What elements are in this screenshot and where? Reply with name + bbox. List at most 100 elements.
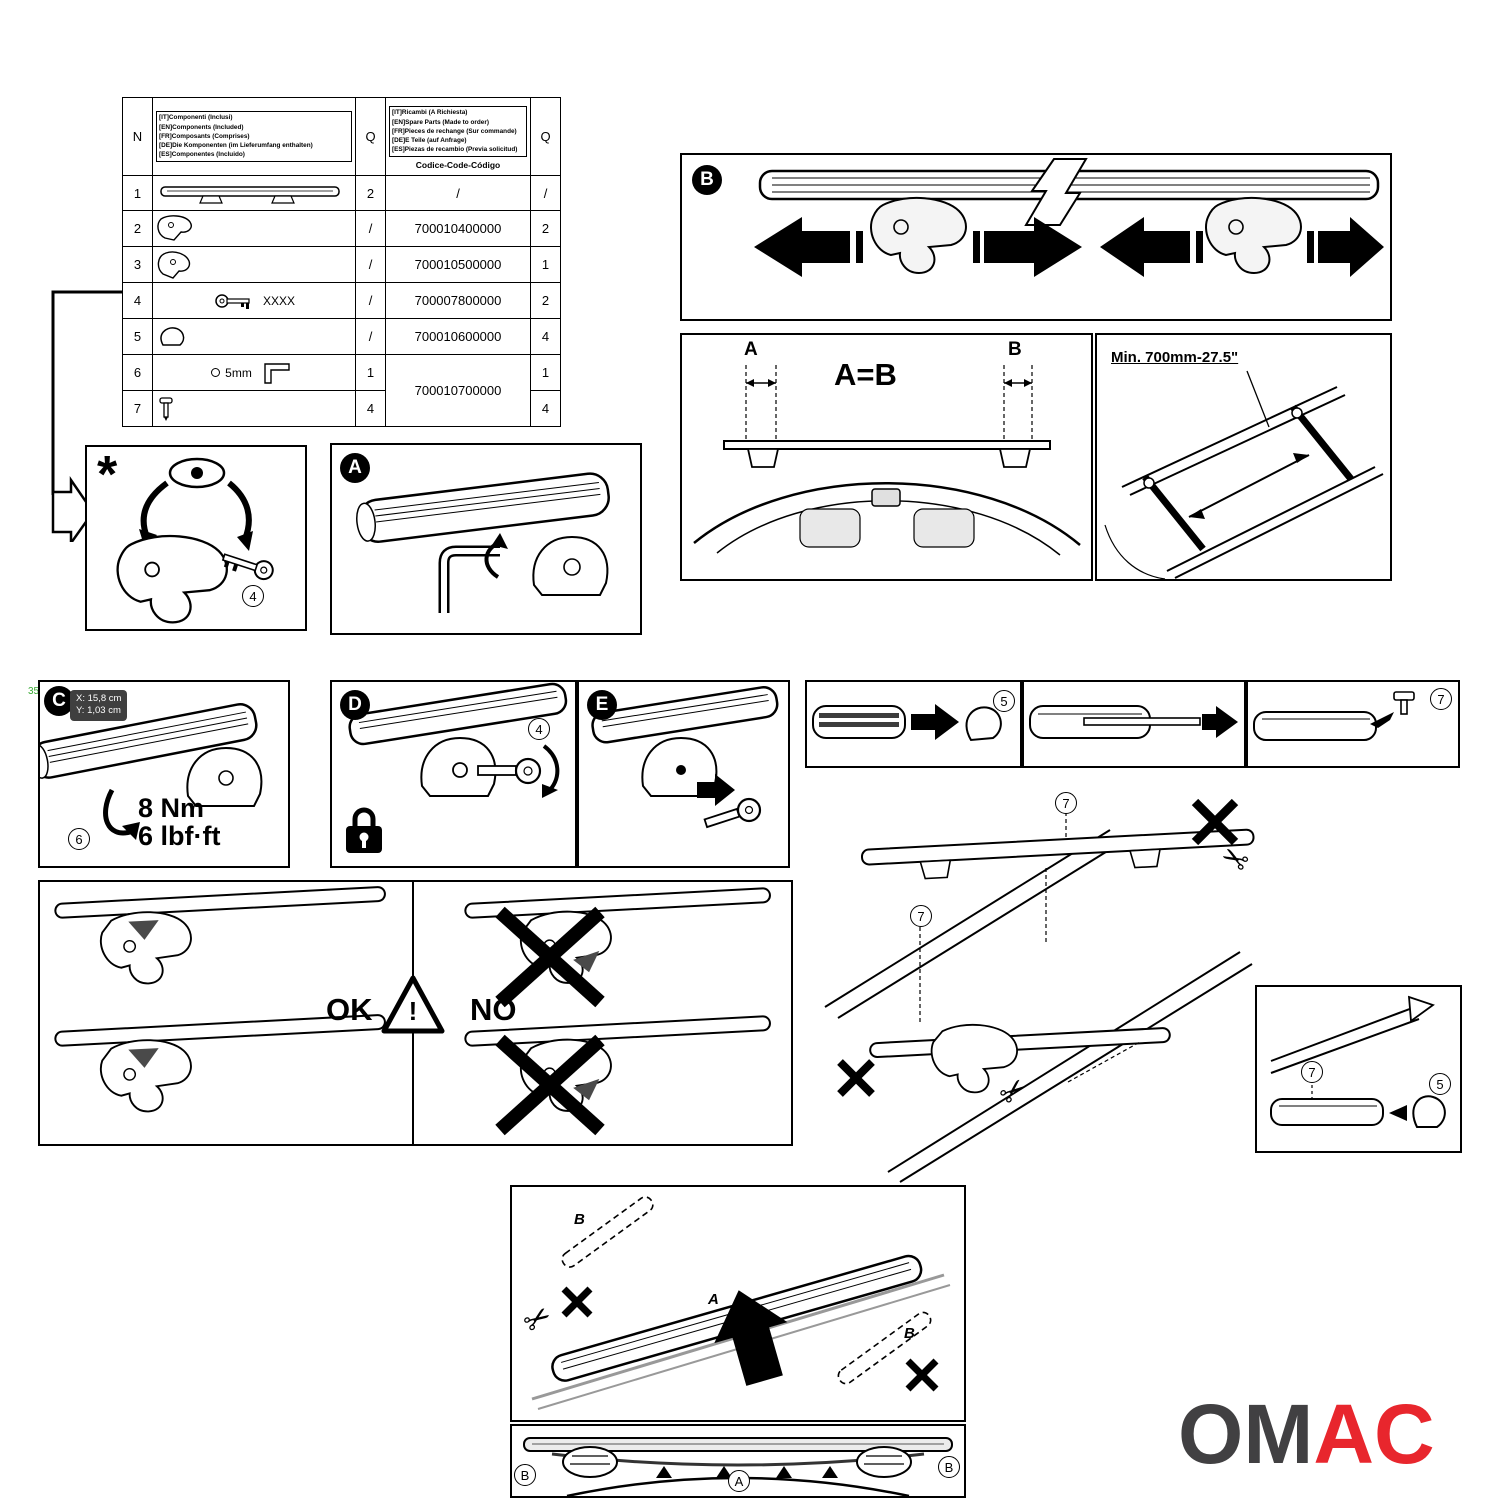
clamp-icon [157,214,192,241]
callout-5: 5 [993,690,1015,712]
panel-install-direction: ✂ B B A [510,1185,966,1422]
parts-col-n: N [122,97,153,176]
row-number: 1 [122,175,153,211]
clamp-orientation-illustration [54,886,771,1136]
crossbar-icon [160,186,340,204]
rail-cut-diagram [824,798,1255,1183]
panel-d-label: D [340,690,370,720]
bar-with-allen-key-illustration [356,472,610,613]
qty-spare: 4 [530,390,561,427]
qty-spare: 4 [530,318,561,355]
part-code: / [385,175,531,211]
panel-plug-insert: 7 [1246,680,1460,768]
panel-b-label: B [692,165,722,195]
spare-line: [ES]Piezas de recambio (Previa solicitud… [392,146,518,154]
y-dimension: Y: 1,03 cm [76,705,121,717]
part-icon-cap [152,318,356,355]
panel-ok-no: OK NO ! [38,880,793,1146]
lock-key-illustration [346,682,568,853]
table-row: 4 XXXX / 700007800000 2 [122,282,561,319]
spare-line: [FR]Pieces de rechange (Sur commande) [392,127,517,135]
row-number: 3 [122,246,153,283]
callout-7: 7 [1301,1061,1323,1083]
callout-4: 4 [528,718,550,740]
panel-c: C X: 15,8 cm Y: 1,03 cm 6 8 Nm 6 lbf·ft [38,680,290,868]
table-row: 3 / 700010500000 1 [122,246,561,283]
panel-min-distance: Min. 700mm-27.5" [1095,333,1392,581]
part-icon-clamp [152,210,356,247]
callout-a: A [728,1470,750,1492]
callout-4: 4 [242,585,264,607]
ok-label: OK [326,992,373,1027]
key-code-label: XXXX [262,293,295,308]
table-row: 5 / 700010600000 4 [122,318,561,355]
table-row: 7 4 4 [122,390,561,427]
clamp-icon [157,250,191,279]
logo-ac: AC [1313,1387,1435,1481]
part-icon-bolt [152,390,356,427]
install-a-label: A [708,1291,719,1308]
table-to-detail-connector [51,290,123,542]
spare-line: [EN]Spare Parts (Made to order) [392,118,489,126]
no-label: NO [470,992,517,1027]
warning-triangle-icon [381,975,445,1034]
included-line: [FR]Composants (Comprises) [159,132,250,140]
torque-lbfft: 6 lbf·ft [138,821,221,852]
included-line: [DE]Die Komponenten (im Lieferumfang ent… [159,142,313,150]
bolt-icon [159,396,173,421]
qty-spare: 2 [530,282,561,319]
parts-included-header: [IT]Componenti (Inclusi) [EN]Components … [152,97,356,176]
table-row: 2 / 700010400000 2 [122,210,561,247]
lock-clamp-illustration [116,457,274,624]
included-line: [EN]Components (Included) [159,123,244,131]
panel-e: E [577,680,790,868]
panel-rod-endcap-detail: 7 5 [1255,985,1462,1153]
table-row: 1 2 / / [122,175,561,211]
parts-col-q1: Q [355,97,386,176]
qty-included: / [355,318,386,355]
panel-c-label: C [44,686,74,716]
torque-nm: 8 Nm [138,793,205,823]
roof-crossbar-distance-illustration [1104,370,1384,579]
qty-included: / [355,282,386,319]
part-icon-allen-key: 5mm [152,354,356,391]
panel-a: A [330,443,642,635]
panel-endcap-insert: 5 [805,680,1022,768]
callout-b: B [938,1456,960,1478]
allen-size-label: 5mm [225,365,252,380]
spare-line: [IT]Ricambi (A Richiesta) [392,109,468,117]
qty-spare: 1 [530,354,561,391]
callout-7: 7 [910,905,932,927]
part-code: 700010600000 [385,318,531,355]
key-icon [215,293,250,309]
bar-slide-clamps-illustration [754,158,1384,277]
callout-7: 7 [1430,688,1452,710]
key-remove-illustration [591,686,779,829]
panel-a-label: A [340,453,370,483]
warning-exclamation: ! [408,996,418,1026]
qty-spare: 2 [530,210,561,247]
callout-5: 5 [1429,1073,1451,1095]
part-code: 700010500000 [385,246,531,283]
callout-b: B [514,1464,536,1486]
part-code: 700007800000 [385,282,531,319]
install-direction-illustration [531,1196,951,1410]
part-code: 700010700000 [385,354,531,427]
install-b-label: B [574,1211,585,1228]
included-line: [ES]Componentes (Incluido) [159,151,245,159]
row-number: 2 [122,210,153,247]
warning-triangle: ! [380,974,446,1036]
row-number: 7 [122,390,153,427]
torque-spec: 8 Nm 6 lbf·ft [138,794,220,851]
panel-ab-spacing: A=B A B [680,333,1093,581]
qty-spare: / [530,175,561,211]
washer-icon [211,368,221,377]
qty-spare: 1 [530,246,561,283]
spare-line: [DE]E Teile (auf Anfrage) [392,137,467,145]
table-row: 6 5mm 1 700010700000 1 [122,354,561,427]
part-icon-clamp-2 [152,246,356,283]
min-distance-label: Min. 700mm-27.5" [1111,349,1239,366]
panel-rod-slide [1022,680,1246,768]
included-line: [IT]Componenti (Inclusi) [159,114,233,122]
